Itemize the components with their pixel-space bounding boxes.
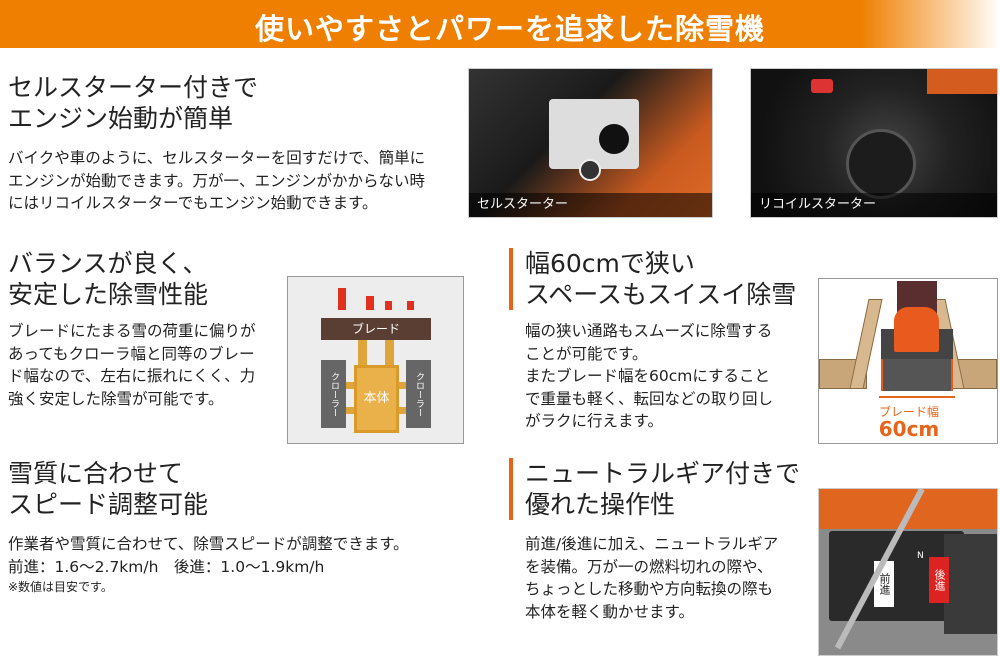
- heading-line: バランスが良く、: [8, 249, 208, 278]
- heading-line: セルスターター付きで: [8, 73, 259, 102]
- blade-width-label: ブレード幅: [878, 405, 939, 419]
- heading-accent-bar: [509, 248, 513, 310]
- heading-accent-bar: [509, 458, 513, 520]
- heading-line: 安定した除雪性能: [8, 280, 209, 309]
- page-title: 使いやすさとパワーを追求した除雪機: [254, 12, 765, 46]
- body-line: を装備。万が一の燃料切れの際や、: [525, 557, 773, 576]
- body-line: 前進/後進に加え、ニュートラルギア: [525, 535, 779, 553]
- body-line: ド幅なので、左右に振れにくく、力: [8, 367, 256, 385]
- body-label: 本体: [354, 365, 399, 433]
- section-heading-balance: バランスが良く、安定した除雪性能: [8, 248, 208, 310]
- load-arrow-icon: [366, 296, 374, 310]
- section-body-starter: バイクや車のように、セルスターターを回すだけで、簡単にエンジンが始動できます。万…: [8, 147, 425, 215]
- section-heading-starter: セルスターター付きでエンジン始動が簡単: [8, 72, 258, 134]
- body-line: バイクや車のように、セルスターターを回すだけで、簡単に: [8, 149, 426, 167]
- body-line: ちょっとした移動や方向転換の際も: [525, 580, 774, 598]
- heading-line: エンジン始動が簡単: [8, 104, 234, 133]
- body-line: あってもクローラ幅と同等のブレー: [8, 344, 255, 363]
- neutral-label: N: [917, 551, 924, 561]
- section-heading-neutral: ニュートラルギア付きで優れた操作性: [525, 458, 800, 520]
- load-arrow-icon: [338, 288, 346, 310]
- heading-line: ニュートラルギア付きで: [525, 459, 801, 488]
- body-line: 本体を軽く動かせます。: [525, 602, 694, 621]
- photo-caption: リコイルスターター: [751, 193, 997, 217]
- body-line: エンジンが始動できます。万が一、エンジンがかからない時: [8, 171, 425, 190]
- body-line: 強く安定した除雪が可能です。: [8, 389, 224, 408]
- heading-line: スピード調整可能: [8, 490, 209, 519]
- section-body-balance: ブレードにたまる雪の荷重に偏りがあってもクローラ幅と同等のブレード幅なので、左右…: [8, 320, 256, 410]
- crawler-right: クローラー: [406, 360, 431, 428]
- heading-line: スペースもスイスイ除雪: [525, 280, 797, 309]
- photo-caption: セルスターター: [469, 193, 712, 217]
- note: ※数値は目安です。: [8, 580, 113, 594]
- balance-diagram: ブレード クローラー クローラー 本体: [287, 276, 464, 444]
- header-banner: 使いやすさとパワーを追求した除雪機: [0, 0, 1000, 48]
- body-line: 前進：1.6〜2.7km/h 後進：1.0〜1.9km/h: [8, 557, 325, 576]
- section-body-width: 幅の狭い通路もスムーズに除雪することが可能です。またブレード幅を60cmにするこ…: [525, 320, 773, 433]
- photo-gear-lever: 前進 N 後進: [818, 488, 998, 656]
- body-line: にはリコイルスターターでもエンジン始動できます。: [8, 194, 378, 212]
- heading-line: 幅60cmで狭い: [525, 249, 695, 278]
- heading-line: 優れた操作性: [525, 490, 676, 519]
- blade-width-value: 60cm: [878, 417, 940, 441]
- body-line: またブレード幅を60cmにすること: [525, 367, 770, 385]
- reverse-label: 後進: [929, 557, 949, 603]
- photo-recoil-starter: リコイルスターター: [750, 68, 998, 218]
- crawler-left: クローラー: [321, 360, 346, 428]
- section-body-neutral: 前進/後進に加え、ニュートラルギアを装備。万が一の燃料切れの際や、ちょっとした移…: [525, 533, 778, 623]
- body-line: ブレードにたまる雪の荷重に偏りが: [8, 322, 256, 340]
- body-line: 作業者や雪質に合わせて、除雪スピードが調整できます。: [8, 535, 409, 553]
- blade-width-diagram: ブレード幅 60cm: [818, 278, 998, 444]
- section-heading-speed: 雪質に合わせてスピード調整可能: [8, 458, 208, 520]
- photo-cell-starter: セルスターター: [468, 68, 713, 218]
- blade-label: ブレード: [321, 318, 431, 340]
- body-line: がラクに行えます。: [525, 412, 663, 430]
- width-arrow-icon: [879, 396, 955, 398]
- section-body-speed: 作業者や雪質に合わせて、除雪スピードが調整できます。前進：1.6〜2.7km/h…: [8, 533, 409, 596]
- body-line: で重量も軽く、転回などの取り回し: [525, 389, 774, 408]
- body-line: ことが可能です。: [525, 344, 648, 363]
- body-line: 幅の狭い通路もスムーズに除雪する: [525, 322, 773, 340]
- section-heading-width: 幅60cmで狭いスペースもスイスイ除雪: [525, 248, 796, 310]
- load-arrow-icon: [385, 301, 392, 310]
- load-arrow-icon: [407, 301, 414, 310]
- heading-line: 雪質に合わせて: [8, 459, 184, 488]
